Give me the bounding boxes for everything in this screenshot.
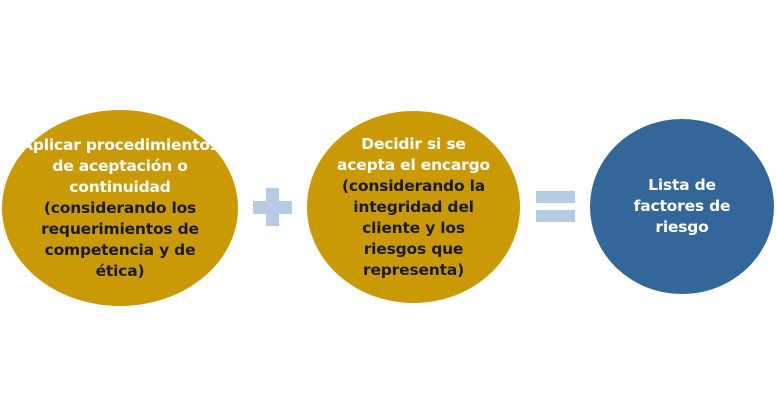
step1-detail: (considerando los requerimientos de comp… [41,198,199,280]
step2-ellipse: Decidir si se acepta el encargo (conside… [307,111,520,303]
step1-title: Aplicar procedimientos de aceptación o c… [21,135,219,196]
result-title: Lista de factores de riesgo [633,176,731,236]
step2-detail: (considerando la integridad del cliente … [342,176,485,279]
step1-ellipse: Aplicar procedimientos de aceptación o c… [2,110,238,306]
step2-title: Decidir si se acepta el encargo [337,134,490,174]
result-circle: Lista de factores de riesgo [590,119,774,294]
